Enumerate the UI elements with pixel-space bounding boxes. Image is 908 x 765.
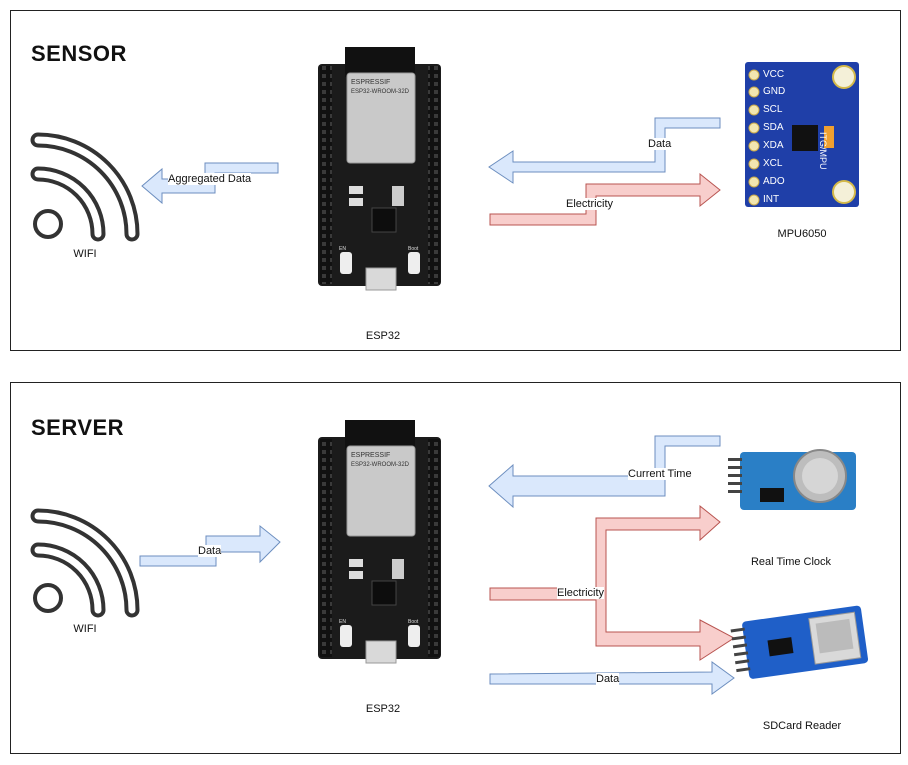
rtc-module: [728, 449, 856, 510]
en-button-text: EN: [339, 246, 346, 252]
aggregated-data-label: Aggregated Data: [168, 173, 252, 185]
server-title: SERVER: [31, 415, 125, 440]
sensor-title: SENSOR: [31, 41, 127, 66]
mpu-chip-text: ITG/MPU: [818, 132, 828, 170]
mpu-pin-label: INT: [763, 194, 780, 205]
mpu-pin-label: VCC: [763, 69, 785, 80]
esp32-label: ESP32: [365, 330, 401, 342]
data-arrow-sensor: [488, 117, 721, 184]
esp32-label: ESP32: [365, 703, 401, 715]
board-brand-text: ESPRESSIF: [351, 452, 391, 459]
en-button-text: EN: [339, 619, 346, 625]
mpu6050-module: [745, 62, 859, 207]
esp32-board: [318, 47, 441, 291]
wifi-label: WIFI: [73, 248, 97, 260]
data-in-label: Data: [198, 545, 222, 557]
wifi-dot: [33, 583, 63, 613]
wifi-label: WIFI: [73, 623, 97, 635]
mpu-pin-label: SDA: [763, 122, 784, 133]
mpu6050-label: MPU6050: [777, 228, 827, 240]
server-panel: [10, 382, 901, 754]
board-brand-text: ESPRESSIF: [351, 79, 391, 86]
mpu-pin-label: XCL: [763, 158, 783, 169]
data-out-label: Data: [596, 673, 620, 685]
electricity-arrow-server: [489, 504, 735, 661]
board-model-text: ESP32-WROOM-32D: [351, 89, 410, 95]
boot-button-text: Boot: [408, 619, 419, 625]
electricity-arrow-label: Electricity: [566, 198, 614, 210]
wifi-dot: [33, 209, 63, 239]
sdcard-module: [730, 605, 869, 679]
mpu-pin-label: GND: [763, 86, 786, 97]
electricity-arrow-sensor: [489, 172, 721, 226]
current-time-label: Current Time: [628, 468, 692, 480]
mpu-pin-label: ADO: [763, 176, 785, 187]
boot-button-text: Boot: [408, 246, 419, 252]
mpu-pin-label: XDA: [763, 140, 784, 151]
esp32-board: [318, 420, 441, 664]
data-arrow-label: Data: [648, 138, 672, 150]
electricity-arrow-label: Electricity: [557, 587, 605, 599]
board-model-text: ESP32-WROOM-32D: [351, 462, 410, 468]
rtc-label: Real Time Clock: [750, 556, 832, 568]
mpu-pin-label: SCL: [763, 104, 783, 115]
sdcard-label: SDCard Reader: [762, 720, 842, 732]
